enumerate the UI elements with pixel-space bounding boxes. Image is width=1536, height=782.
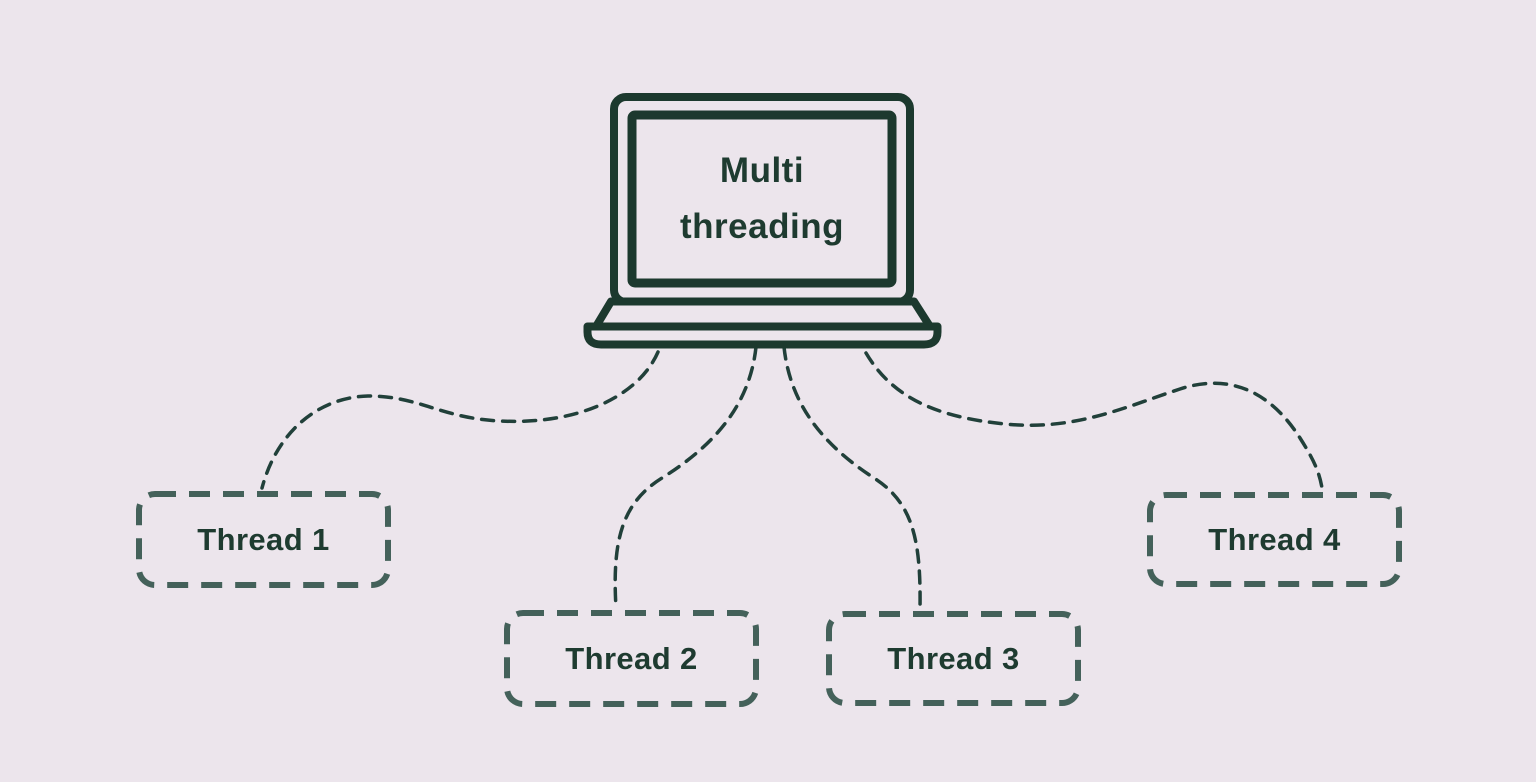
connector-thread-4 [864,351,1324,490]
connector-lines [260,345,1324,611]
laptop-base-bar [583,322,942,349]
laptop-screen-frame [627,110,897,288]
thread-4-label: Thread 4 [1208,521,1341,557]
connector-thread-2 [613,345,758,610]
title-line-2: threading [680,207,844,246]
thread-3-label: Thread 3 [887,640,1020,676]
thread-1-box [136,491,391,588]
thread-3-box [826,611,1081,706]
thread-2-box [504,610,759,707]
thread-1-label: Thread 1 [197,521,330,557]
laptop-screen-title: Multi threading [632,115,892,283]
thread-4-box [1147,492,1402,587]
laptop-icon [583,93,942,349]
connector-thread-1 [260,350,660,490]
thread-2-label: Thread 2 [565,640,698,676]
thread-boxes [136,491,1402,707]
title-line-1: Multi [719,151,805,190]
connector-thread-3 [782,345,922,611]
